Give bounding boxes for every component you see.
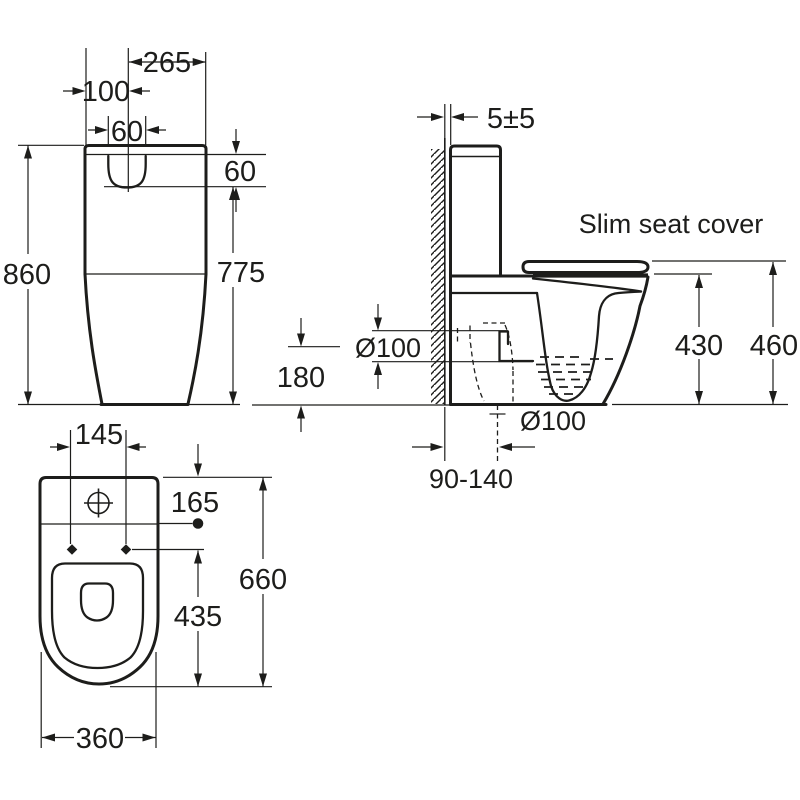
plan-outline xyxy=(38,476,160,686)
arrowhead xyxy=(769,262,777,275)
arrowhead xyxy=(129,87,142,95)
arrowhead xyxy=(695,391,703,404)
dim-text-outlet-height: 180 xyxy=(277,362,325,394)
arrowhead xyxy=(194,463,202,477)
arrowhead xyxy=(499,443,512,451)
pan-front-profile xyxy=(601,275,650,406)
fixing-hole-left xyxy=(66,544,78,555)
dim-text-fixing-centres: 145 xyxy=(75,419,123,451)
dim-text-floor-outlet-diameter: Ø100 xyxy=(520,406,586,436)
front-view: 265 100 60 60 860 775 xyxy=(3,47,266,406)
extension-lines xyxy=(18,48,266,406)
water-level-marks xyxy=(536,356,613,395)
dim-text-height-to-lid: 775 xyxy=(217,257,265,289)
fixing-hole-right xyxy=(120,544,132,555)
plan-view: 145 165 660 435 360 xyxy=(38,419,287,755)
arrowhead xyxy=(42,733,55,742)
dim-text-outlet-setout: 90-140 xyxy=(429,464,513,494)
side-view: 5±5 Slim seat cover Ø100 180 430 460 Ø10… xyxy=(252,103,798,494)
arrowhead xyxy=(95,126,108,134)
dim-text-lid-depth: 60 xyxy=(224,156,256,188)
arrowhead xyxy=(142,733,156,742)
arrowhead xyxy=(229,391,237,405)
arrowhead xyxy=(297,333,305,347)
arrowhead xyxy=(194,550,202,564)
dim-text-button-width: 60 xyxy=(111,116,143,148)
bowl-opening xyxy=(79,582,115,622)
arrowhead xyxy=(24,391,32,405)
arrowhead xyxy=(259,673,267,687)
bowl-inner-profile xyxy=(535,290,643,402)
arrowhead xyxy=(129,58,142,66)
plan-extension-lines xyxy=(40,430,272,748)
dim-text-left-offset: 100 xyxy=(82,76,130,108)
arrowhead xyxy=(374,317,382,331)
dim-text-base-width: 360 xyxy=(76,723,124,755)
seat-cover-label: Slim seat cover xyxy=(579,209,764,239)
arrowhead xyxy=(57,443,70,451)
arrowhead xyxy=(72,87,86,95)
dim-text-outlet-diameter: Ø100 xyxy=(355,333,421,363)
hinge-hole-marker xyxy=(192,518,204,529)
dim-text-total-height: 860 xyxy=(3,259,51,291)
pan-taper-left xyxy=(83,272,104,406)
dim-text-top-width: 265 xyxy=(143,47,191,79)
arrowhead xyxy=(695,275,703,288)
arrowhead xyxy=(192,58,206,66)
arrowhead xyxy=(194,673,202,687)
cistern-profile xyxy=(449,144,502,406)
arrowhead xyxy=(430,443,444,451)
wall-extensions xyxy=(444,104,452,461)
slim-seat-cover-profile xyxy=(521,260,650,274)
arrowhead xyxy=(451,113,464,121)
dim-text-fixing-to-front: 435 xyxy=(174,601,222,633)
arrowhead xyxy=(769,391,777,404)
wall-hatching xyxy=(431,149,445,404)
arrowhead xyxy=(24,145,32,159)
side-extension-lines xyxy=(252,260,788,406)
arrowhead xyxy=(229,187,237,200)
arrowhead xyxy=(431,113,444,121)
dim-text-hinge-offset: 165 xyxy=(171,487,219,519)
dim-text-pan-height: 430 xyxy=(675,330,723,362)
arrowhead xyxy=(146,126,159,134)
arrowhead xyxy=(259,477,267,491)
arrowhead xyxy=(126,443,140,451)
crosshair-ticks xyxy=(84,488,113,518)
rim-underside xyxy=(531,277,643,293)
dim-text-seat-height: 460 xyxy=(750,330,798,362)
pan-taper-right xyxy=(186,272,208,406)
arrowhead xyxy=(232,141,240,154)
seat-ring xyxy=(50,562,145,670)
arrowhead xyxy=(374,362,382,375)
flush-button-recess xyxy=(107,154,147,189)
outlet-spigot xyxy=(498,330,535,363)
trap-hidden-lines xyxy=(456,322,514,403)
dim-text-overall-depth: 660 xyxy=(239,564,287,596)
arrowhead xyxy=(297,405,305,419)
cistern-outline xyxy=(83,144,208,276)
dim-text-wall-gap: 5±5 xyxy=(487,103,535,135)
